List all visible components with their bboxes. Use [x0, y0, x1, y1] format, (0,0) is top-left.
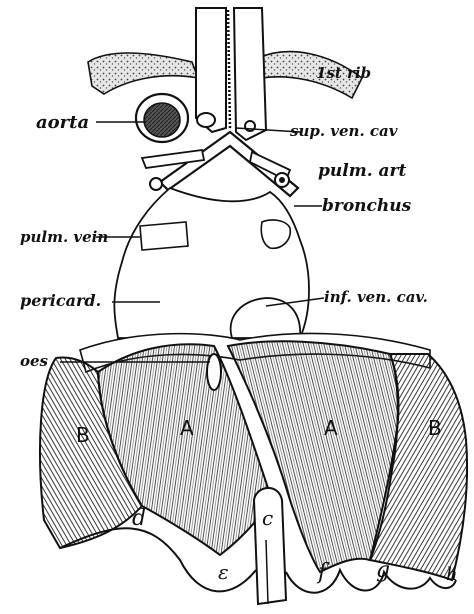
left-pulm-vein: [140, 222, 188, 250]
aorta-section: [136, 94, 188, 142]
letter-f-label: f: [318, 562, 326, 584]
pulm-art-label: pulm. art: [318, 163, 406, 180]
oesophageal-opening: [207, 354, 221, 390]
muscle-A-right-label: A: [324, 418, 338, 438]
oes-label: oes: [20, 354, 48, 369]
small-vessel-section: [245, 121, 255, 131]
pulm-vein-label: pulm. vein: [20, 230, 108, 245]
bronchus-label: bronchus: [322, 198, 411, 215]
muscle-B-left-label: B: [76, 425, 90, 445]
letter-g-label: g: [376, 560, 390, 582]
sup-ven-cav-label: sup. ven. cav: [290, 124, 397, 139]
left-first-rib: [88, 53, 198, 94]
letter-e-label: ε: [218, 562, 229, 582]
first-rib-label: 1st rib: [316, 66, 371, 81]
letter-c-label: c: [262, 508, 273, 528]
aorta-label: aorta: [36, 114, 89, 132]
muscle-A-left-label: A: [180, 418, 194, 438]
pericard-label: pericard.: [20, 293, 101, 309]
sup-vena-cava-section: [197, 113, 215, 127]
letter-h-label: h: [446, 566, 458, 584]
letter-d-label: d: [132, 508, 146, 530]
muscle-B-right-label: B: [428, 418, 442, 438]
inf-ven-cav-label: inf. ven. cav.: [324, 290, 428, 305]
